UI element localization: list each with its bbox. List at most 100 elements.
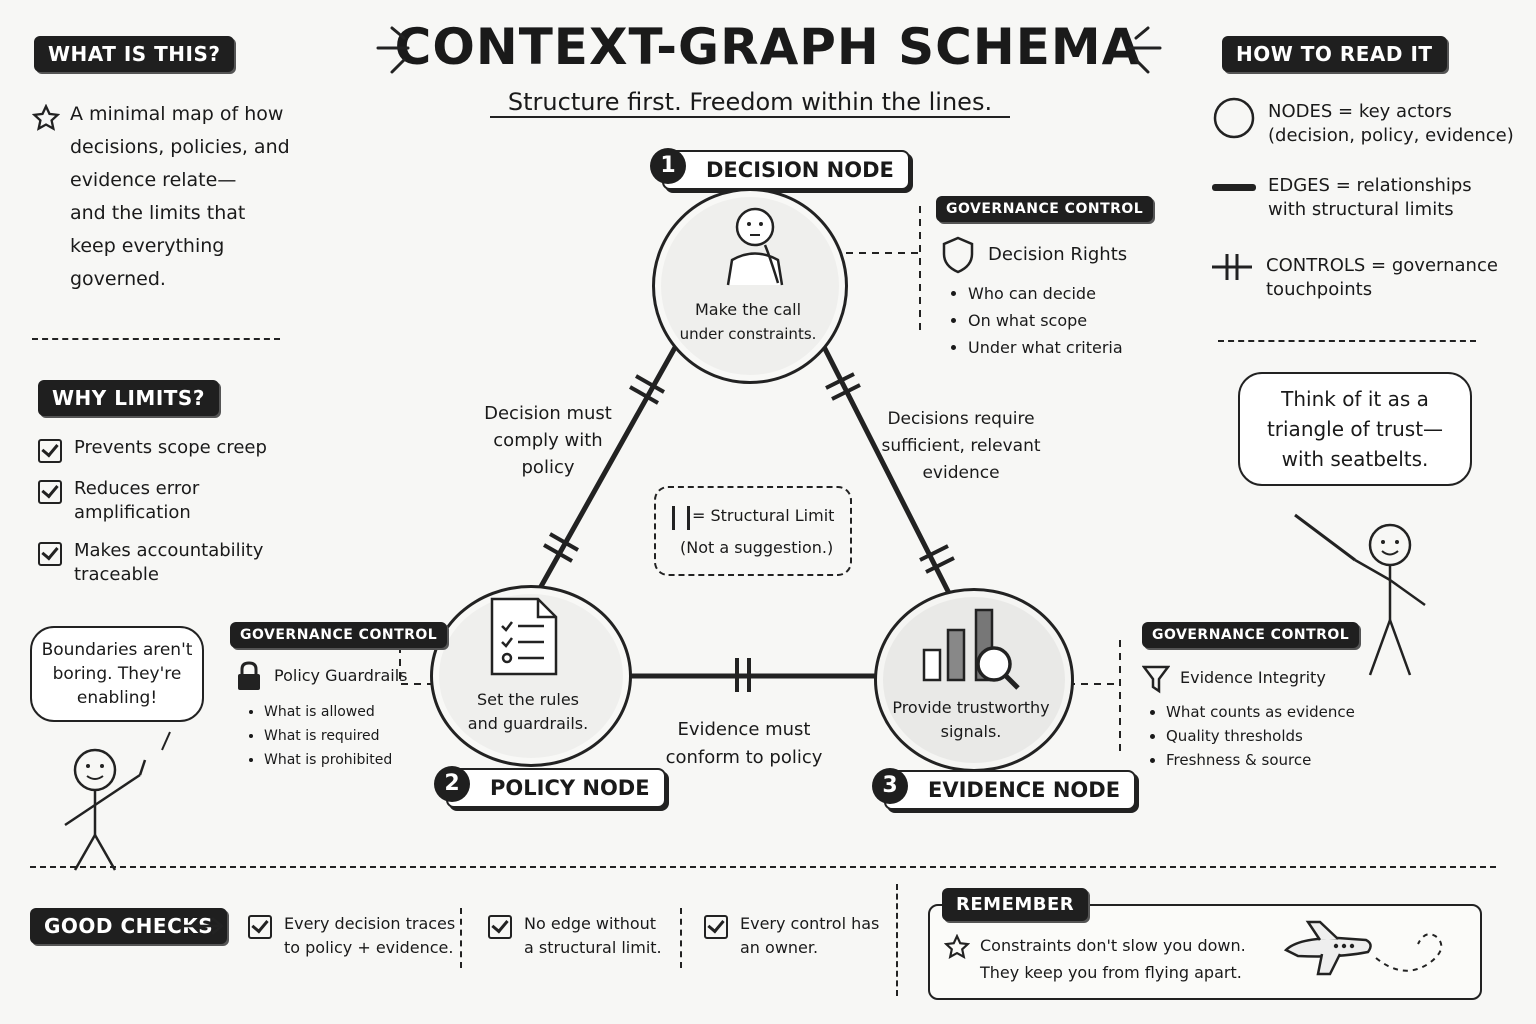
edge-label-decision-policy: Decision must comply with policy — [478, 400, 618, 481]
lock-icon — [238, 661, 260, 690]
edge-text: Decision must — [484, 403, 612, 424]
node-label-text: Evidence Node — [928, 778, 1121, 802]
check-icon — [38, 480, 62, 504]
right-speech-bubble: Think of it as a triangle of trust— with… — [1238, 372, 1472, 486]
document-icon — [490, 597, 558, 676]
check-icon — [704, 915, 728, 939]
airplane-icon — [1283, 920, 1443, 976]
structural-limit-icon — [672, 506, 690, 530]
divider — [896, 884, 898, 996]
funnel-icon — [1142, 665, 1170, 694]
check-text: Every decision traces — [284, 914, 456, 933]
legend-text: NODES = key actors — [1268, 101, 1452, 122]
why-limits-heading: Why limits? — [38, 380, 219, 416]
why-text: Makes accountability — [74, 540, 264, 561]
arrow-right-icon — [178, 917, 225, 935]
edge-text: conform to policy — [665, 747, 823, 768]
governance-item: What is prohibited — [264, 748, 392, 772]
node-desc-line: under constraints. — [679, 325, 817, 343]
edge-text: Decisions require — [887, 409, 1035, 429]
what-line: governed. — [70, 268, 166, 290]
governance-item: Freshness & source — [1166, 748, 1355, 772]
check-icon — [488, 915, 512, 939]
what-is-this-text: A minimal map of how decisions, policies… — [70, 98, 290, 296]
check-icon — [38, 542, 62, 566]
evidence-node-desc: Provide trustworthy signals. — [886, 696, 1056, 744]
bubble-line: with seatbelts. — [1281, 447, 1429, 471]
star-icon — [32, 104, 60, 131]
node-desc-line: Provide trustworthy — [892, 698, 1050, 717]
person-icon — [64, 731, 171, 871]
limit-mark — [629, 385, 659, 405]
check-text: No edge without — [524, 914, 657, 933]
why-limits-list: Prevents scope creep Reduces error amplif… — [38, 436, 267, 587]
why-item: Reduces error amplification — [38, 477, 267, 525]
node-label-text: Policy Node — [490, 776, 650, 800]
title-text: Context-Graph Schema — [394, 18, 1142, 76]
evidence-governance-tag: Governance Control — [1142, 622, 1360, 648]
remember-text: Constraints don't slow you down. They ke… — [980, 932, 1246, 986]
divider — [460, 908, 462, 968]
structural-limit-text: = Structural Limit — [692, 506, 835, 525]
why-text: Prevents scope creep — [74, 437, 267, 458]
node-desc-line: and guardrails. — [467, 714, 589, 733]
left-speech-bubble: Boundaries aren't boring. They're enabli… — [30, 626, 204, 722]
node-number: 2 — [434, 766, 470, 802]
node-desc-line: Make the call — [694, 300, 802, 319]
governance-item: Under what criteria — [968, 334, 1123, 361]
bubble-line: boring. They're — [52, 664, 182, 684]
chart-magnifier-icon — [922, 608, 1020, 690]
title-sparks-icon — [376, 26, 1162, 74]
governance-item: What counts as evidence — [1166, 700, 1355, 724]
governance-item: Who can decide — [968, 280, 1123, 307]
edge-text: sufficient, relevant — [881, 436, 1041, 456]
edge-text: evidence — [922, 463, 1000, 483]
what-line: and the limits that — [70, 202, 246, 224]
check-text: a structural limit. — [524, 938, 662, 957]
bubble-line: Think of it as a — [1281, 387, 1429, 411]
why-text: Reduces error — [74, 478, 200, 499]
legend-text: CONTROLS = governance — [1266, 255, 1498, 276]
subtitle-text: Structure first. Freedom within the line… — [507, 88, 993, 116]
divider — [1218, 340, 1476, 342]
policy-governance-title: Policy Guardrails — [274, 666, 408, 685]
how-to-read-heading: How to read it — [1222, 36, 1447, 72]
teacher-person-icon — [1294, 513, 1426, 676]
limit-mark — [549, 532, 579, 552]
decision-governance-title: Decision Rights — [988, 244, 1128, 265]
node-number: 1 — [650, 148, 686, 184]
remember-line: They keep you from flying apart. — [980, 963, 1242, 982]
check-text: an owner. — [740, 938, 819, 957]
check-icon — [38, 439, 62, 463]
policy-node-desc: Set the rules and guardrails. — [446, 688, 610, 736]
what-line: keep everything — [70, 235, 225, 257]
evidence-governance-list: What counts as evidence Quality threshol… — [1146, 700, 1355, 772]
limit-mark — [543, 543, 573, 563]
limit-mark — [919, 544, 949, 562]
divider — [32, 338, 280, 340]
node-label-text: Decision Node — [706, 158, 894, 182]
good-check-item: Every control has an owner. — [704, 912, 879, 960]
divider — [680, 908, 682, 968]
limit-mark — [635, 374, 665, 394]
node-number: 3 — [872, 768, 908, 804]
why-text: amplification — [74, 502, 191, 523]
check-text: Every control has — [740, 914, 880, 933]
edge-text: comply with — [493, 430, 603, 451]
policy-governance-list: What is allowed What is required What is… — [244, 700, 392, 772]
legend-nodes: NODES = key actors (decision, policy, ev… — [1268, 100, 1514, 148]
what-line: evidence relate— — [70, 169, 237, 191]
subtitle: Structure first. Freedom within the line… — [490, 88, 1010, 118]
remember-line: Constraints don't slow you down. — [980, 936, 1246, 955]
control-legend-icon — [1212, 254, 1252, 280]
bubble-line: Boundaries aren't — [41, 640, 193, 660]
why-item: Makes accountability traceable — [38, 539, 267, 587]
good-check-item: No edge without a structural limit. — [488, 912, 662, 960]
why-text: traceable — [74, 564, 159, 585]
edge-text: Evidence must — [677, 719, 811, 740]
legend-controls: CONTROLS = governance touchpoints — [1266, 254, 1498, 302]
decision-node-desc: Make the call under constraints. — [662, 298, 834, 346]
edge-decision-policy — [522, 332, 685, 618]
why-item: Prevents scope creep — [38, 436, 267, 463]
governance-item: Quality thresholds — [1166, 724, 1355, 748]
